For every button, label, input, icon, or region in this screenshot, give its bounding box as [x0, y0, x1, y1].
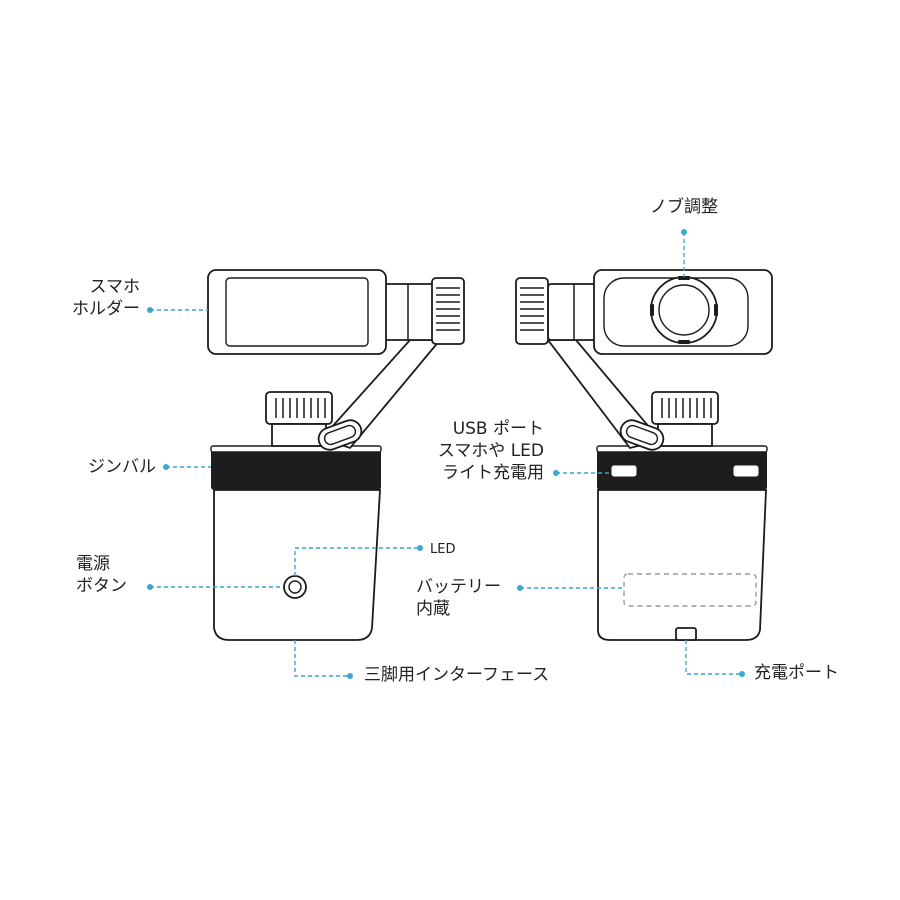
base-body-front [213, 489, 381, 641]
label-tripod-interface-text: 三脚用インターフェース [364, 665, 550, 685]
gimbal-band-rear [597, 450, 767, 490]
label-charging-port: 充電ポート [754, 662, 839, 684]
label-phone-holder-line1: スマホ [89, 277, 141, 297]
label-battery: バッテリー 内蔵 [416, 576, 501, 620]
gimbal-band-front [211, 450, 381, 490]
charging-port [675, 627, 697, 641]
label-phone-holder-line2: ホルダー [72, 299, 140, 319]
label-phone-holder: スマホ ホルダー [40, 276, 140, 320]
label-gimbal: ジンバル [40, 456, 156, 478]
label-led: LED [430, 539, 455, 561]
device-rear-view [515, 269, 773, 641]
device-front-view [207, 269, 465, 641]
label-battery-line1: バッテリー [416, 577, 501, 597]
label-battery-line2: 内蔵 [416, 599, 450, 619]
label-usb-port-line3: ライト充電用 [442, 463, 544, 483]
label-charging-port-text: 充電ポート [754, 663, 839, 683]
base-body-rear [597, 489, 767, 641]
label-power-button-line1: 電源 [76, 554, 110, 574]
usb-port-right [733, 465, 759, 477]
usb-port-left [611, 465, 637, 477]
label-knob-adjust: ノブ調整 [624, 196, 744, 218]
leader-lines [147, 229, 745, 679]
label-tripod-interface: 三脚用インターフェース [364, 664, 549, 686]
label-usb-port-line1: USB ポート [452, 419, 544, 439]
label-knob-adjust-text: ノブ調整 [650, 197, 718, 217]
label-usb-port: USB ポート スマホや LED ライト充電用 [396, 418, 544, 484]
label-usb-port-line2: スマホや LED [437, 441, 544, 461]
label-power-button: 電源 ボタン [76, 553, 127, 597]
label-led-text: LED [430, 542, 456, 557]
label-power-button-line2: ボタン [76, 576, 127, 596]
label-gimbal-text: ジンバル [88, 457, 156, 477]
